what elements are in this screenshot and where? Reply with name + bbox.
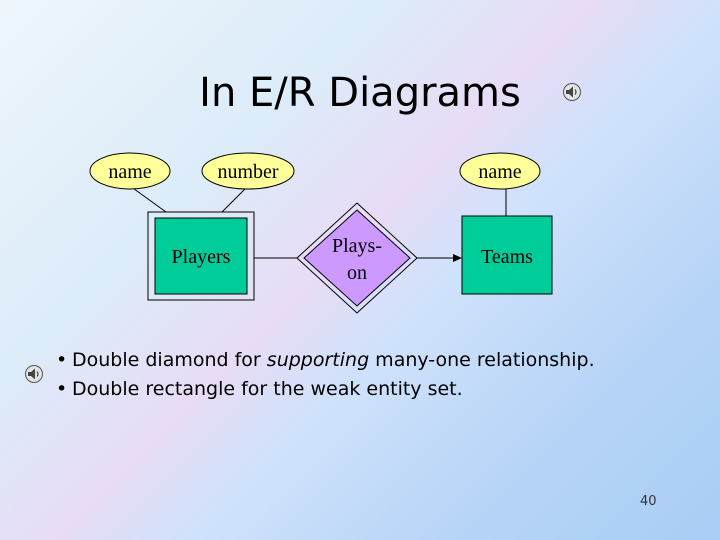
attribute-label: name bbox=[108, 161, 151, 183]
bullet-item: •Double diamond for supporting many-one … bbox=[56, 346, 696, 375]
entity-label: Players bbox=[172, 246, 231, 268]
entity-teams: Teams bbox=[461, 215, 553, 295]
bullet-text: Double rectangle for the weak entity set… bbox=[72, 378, 463, 400]
attribute-label: name bbox=[478, 161, 521, 183]
attribute-name-teams: name bbox=[459, 152, 541, 190]
bullet-list: •Double diamond for supporting many-one … bbox=[56, 346, 696, 404]
entity-label: Teams bbox=[481, 246, 533, 268]
attribute-name-players: name bbox=[89, 152, 171, 190]
bullet-text: many-one relationship. bbox=[369, 349, 595, 371]
connector-line bbox=[221, 185, 249, 213]
bullet-item: •Double rectangle for the weak entity se… bbox=[56, 375, 696, 404]
connector-line bbox=[129, 185, 167, 213]
relationship-label-line2: on bbox=[347, 262, 367, 284]
bullet-marker: • bbox=[56, 349, 68, 371]
relationship-label-line1: Plays- bbox=[332, 235, 382, 257]
slide-title: In E/R Diagrams bbox=[199, 70, 521, 116]
attribute-label: number bbox=[217, 161, 278, 183]
page-number: 40 bbox=[640, 494, 657, 509]
speaker-icon[interactable] bbox=[562, 82, 582, 102]
relationship-plays-on: Plays- on bbox=[296, 202, 418, 314]
bullet-emphasis: supporting bbox=[266, 349, 370, 371]
entity-players: Players bbox=[147, 211, 255, 301]
bullet-marker: • bbox=[56, 378, 68, 400]
speaker-icon[interactable] bbox=[24, 364, 44, 384]
bullet-text: Double diamond for bbox=[72, 349, 267, 371]
arrowhead bbox=[453, 254, 462, 262]
attribute-number: number bbox=[201, 152, 295, 190]
